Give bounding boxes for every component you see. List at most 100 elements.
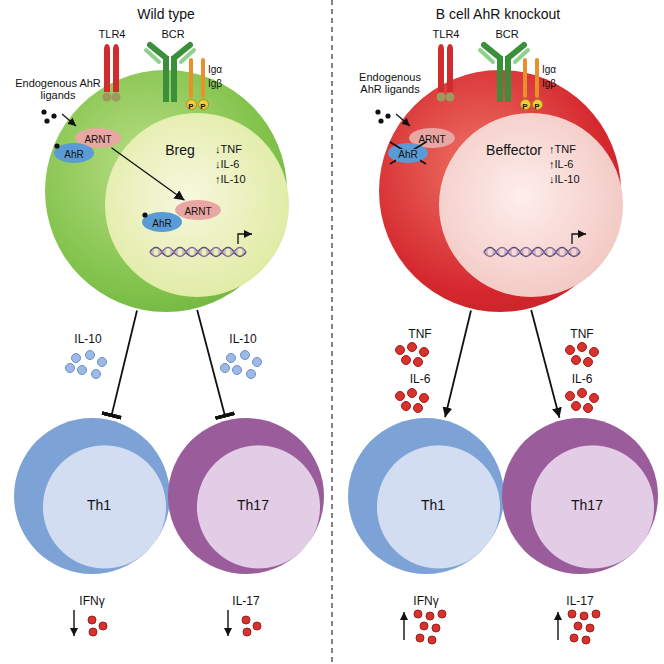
label: IFNγ — [79, 595, 104, 609]
arrow-line — [445, 311, 471, 418]
bound-ligand — [142, 212, 147, 217]
text-holder: ARNT — [84, 129, 111, 147]
text-holder: ARNT — [418, 129, 445, 147]
label-holder: TLR4 — [99, 24, 126, 42]
b-cell: PP ARNT AhR AhR ARNT ↓TNF ↓IL-6 ↑IL-10 Breg — [45, 70, 287, 312]
node-text: AhR — [150, 218, 173, 230]
t-cell: Th1 — [348, 418, 504, 574]
label-holder: Endogenous AhR ligands — [15, 77, 101, 104]
level-arrows — [74, 610, 558, 640]
node-text: Th17 — [571, 497, 603, 513]
node-text: Beffector — [486, 142, 542, 158]
label: Wild type — [137, 6, 195, 22]
node-text: ↓IL-10 — [549, 173, 580, 186]
label: TNF — [570, 328, 593, 342]
label: Endogenous AhR ligands — [15, 77, 101, 102]
node-text: ↓IL-6 — [215, 158, 239, 171]
label-holder: IL-10 — [74, 329, 101, 347]
t-cell: Th17 — [168, 418, 324, 574]
arnt-protein: ARNT — [175, 200, 221, 220]
inhibition-line — [197, 310, 225, 416]
label: IL-6 — [410, 373, 431, 387]
cytokine-dots — [88, 610, 600, 644]
label-holder: TLR4 — [433, 24, 460, 42]
bound-ligand — [54, 143, 59, 148]
label: IFNγ — [413, 595, 438, 609]
b-cell: PP ARNT AhR ↑TNF ↑IL-6 ↓IL-10 Beffector — [379, 70, 621, 312]
text-holder: Th1 — [87, 496, 111, 514]
text-holder: AhR — [150, 213, 173, 231]
label-holder: Wild type — [137, 5, 195, 23]
il10-dots — [66, 351, 262, 379]
label: IL-17 — [232, 595, 259, 609]
text-holder: ↓TNF — [215, 139, 242, 157]
node-text: ↑IL-10 — [215, 173, 246, 186]
text-holder: ↓IL-10 — [549, 169, 580, 187]
text-holder: Th17 — [237, 496, 269, 514]
node-text: P — [522, 102, 527, 111]
text-holder: AhR — [62, 144, 85, 162]
label: IL-17 — [566, 595, 593, 609]
label: TLR4 — [433, 28, 460, 41]
label-holder: IL-6 — [572, 369, 593, 387]
inhibition-line — [112, 311, 137, 416]
node-text: ARNT — [418, 134, 445, 146]
t-cell: Th17 — [502, 418, 658, 574]
label-holder: IFNγ — [413, 591, 438, 609]
node-text: P — [200, 102, 205, 111]
text-holder: Beffector — [486, 141, 542, 159]
label-holder: IL-6 — [410, 369, 431, 387]
node-text: AhR — [396, 149, 419, 161]
node-text: ↑IL-6 — [549, 158, 573, 171]
node-text: ARNT — [184, 206, 211, 218]
node-text: Th17 — [237, 497, 269, 513]
ahr-protein: AhR — [142, 212, 182, 232]
label: IL-6 — [572, 373, 593, 387]
node-text: ARNT — [84, 134, 111, 146]
ahr-protein: AhR — [388, 143, 428, 163]
node-text: ↑TNF — [549, 143, 576, 156]
label-holder: IL-17 — [232, 591, 259, 609]
label-holder: IFNγ — [79, 591, 104, 609]
label: B cell AhR knockout — [436, 6, 561, 22]
phospho-site: P — [186, 99, 197, 110]
label: TNF — [408, 328, 431, 342]
label-holder: BCR — [495, 24, 518, 42]
label: Igβ — [208, 78, 222, 90]
text-holder: ↑IL-6 — [549, 154, 573, 172]
nucleus: AhR ARNT ↓TNF ↓IL-6 ↑IL-10 — [105, 113, 289, 297]
label-holder: IL-17 — [566, 591, 593, 609]
node-text: Breg — [165, 142, 195, 158]
node-text: P — [534, 102, 539, 111]
label-holder: BCR — [161, 24, 184, 42]
text-holder: ↑TNF — [549, 139, 576, 157]
text-holder: Th1 — [421, 496, 445, 514]
panel-divider — [331, 0, 332, 664]
node-text: ↓TNF — [215, 143, 242, 156]
label: BCR — [161, 28, 184, 41]
arrow-line — [531, 310, 559, 418]
label-holder: IL-10 — [229, 329, 256, 347]
label-holder: Igβ — [208, 73, 222, 91]
label: IL-10 — [229, 333, 256, 347]
node-text: Th1 — [87, 497, 111, 513]
label-holder: Endogenous AhR ligands — [348, 71, 432, 98]
node-text: P — [188, 102, 193, 111]
label: Igβ — [542, 78, 556, 90]
label: TLR4 — [99, 28, 126, 41]
label-holder: TNF — [570, 324, 593, 342]
node-text: AhR — [62, 149, 85, 161]
label: BCR — [495, 28, 518, 41]
label: Igα — [542, 64, 556, 76]
label-holder: Igβ — [542, 73, 556, 91]
t-cell: Th1 — [14, 418, 170, 574]
text-holder: ↑IL-10 — [215, 169, 246, 187]
cytokine-dots — [396, 343, 599, 413]
node-text: Th1 — [421, 497, 445, 513]
nucleus: ↑TNF ↑IL-6 ↓IL-10 — [439, 113, 623, 297]
label: Igα — [208, 64, 222, 76]
phospho-site: P — [520, 99, 531, 110]
ahr-protein: AhR — [54, 143, 94, 163]
label-holder: Igα — [542, 59, 556, 77]
